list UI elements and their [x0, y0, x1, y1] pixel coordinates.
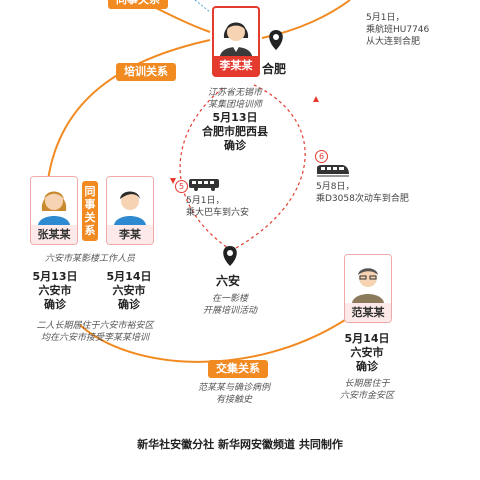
person-name: 范某某	[345, 303, 391, 322]
li-place: 合肥市肥西县	[202, 125, 268, 138]
trip-6-desc: 乘D3058次动车到合肥	[316, 194, 409, 204]
avatar	[31, 177, 77, 225]
fan-city: 六安市	[350, 346, 384, 359]
li-mou-mou-info: 江苏省无锡市 某集团培训师 5月13日 合肥市肥西县 确诊	[180, 87, 290, 153]
person-name: 李某	[107, 225, 153, 244]
luan-pin-icon	[223, 246, 237, 266]
route-arrow-down	[170, 178, 176, 184]
route-luan-to-hefei	[235, 83, 306, 249]
train-icon	[317, 165, 349, 177]
group-note-line2: 均在六安市接受李某某培训	[40, 333, 149, 343]
contact-note-line1: 范某某与确诊病例	[197, 383, 270, 393]
li-desc-2: 某集团培训师	[207, 100, 262, 110]
flight-date: 5月1日，	[366, 13, 405, 23]
route-arrow-up	[313, 96, 319, 102]
trip-5-desc: 乘大巴车到六安	[186, 208, 250, 218]
fan-desc-1: 长期居住于	[344, 379, 390, 389]
flight-line2: 乘航班HU7746	[366, 25, 430, 35]
trip-6-number: 6	[315, 150, 328, 163]
li-desc-1: 江苏省无锡市	[207, 88, 262, 98]
avatar	[214, 8, 258, 56]
luan-location-label: 六安	[216, 274, 241, 288]
staff-note: 六安市某影楼工作人员	[44, 254, 135, 264]
trip-5-date: 5月1日，	[186, 196, 225, 206]
luan-desc-2: 开展培训活动	[202, 306, 257, 316]
fan-desc-2: 六安市金安区	[339, 391, 394, 401]
person-card-li-mou: 李某	[106, 176, 154, 245]
avatar	[345, 255, 391, 303]
trip-5-number: 5	[175, 180, 188, 193]
route-hefei-to-luan	[179, 87, 229, 249]
li-mou-status: 确诊	[118, 298, 140, 311]
flight-info: 5月1日， 乘航班HU7746 从大连到合肥	[366, 12, 429, 48]
li-mou-date: 5月14日	[106, 270, 152, 283]
footer-credit: 新华社安徽分社 新华网安徽频道 共同制作	[137, 438, 343, 451]
luan-desc-1: 在一影楼	[211, 294, 248, 304]
fan-date: 5月14日	[344, 332, 390, 345]
group-note: 二人长期居住于六安市裕安区 均在六安市接受李某某培训	[10, 320, 180, 344]
fan-info: 5月14日 六安市 确诊 长期居住于 六安市金安区	[330, 332, 404, 402]
colleague-relation-tag: 同事关系	[82, 181, 98, 241]
zhang-date: 5月13日	[32, 270, 78, 283]
fan-status: 确诊	[356, 360, 378, 373]
bus-icon	[189, 179, 219, 191]
hefei-pin-icon	[269, 30, 283, 50]
luan-info: 在一影楼 开展培训活动	[186, 293, 274, 317]
person-name: 张某某	[31, 225, 77, 244]
li-date: 5月13日	[212, 111, 258, 124]
group-note-line1: 二人长期居住于六安市裕安区	[36, 321, 154, 331]
avatar	[107, 177, 153, 225]
contact-note: 范某某与确诊病例 有接触史	[176, 382, 292, 406]
contact-relation-tag: 交集关系	[208, 360, 268, 378]
trip-6-info: 5月8日， 乘D3058次动车到合肥	[316, 181, 409, 205]
zhang-status: 确诊	[44, 298, 66, 311]
trip-6-date: 5月8日，	[316, 182, 355, 192]
hefei-location-label: 合肥	[262, 62, 287, 76]
training-relation-arc	[47, 39, 211, 181]
top-relation-tag: 同事关系	[108, 0, 168, 9]
contact-note-line2: 有接触史	[215, 395, 252, 405]
trip-5-info: 5月1日， 乘大巴车到六安	[186, 195, 249, 219]
person-name: 李某某	[214, 56, 258, 75]
person-card-fan-mou-mou: 范某某	[344, 254, 392, 323]
training-relation-tag: 培训关系	[116, 63, 176, 81]
contact-relation-arc	[79, 319, 346, 363]
li-status: 确诊	[224, 139, 246, 152]
li-mou-info: 5月14日 六安市 确诊	[102, 270, 156, 312]
li-mou-city: 六安市	[112, 284, 146, 297]
person-card-zhang-mou-mou: 张某某	[30, 176, 78, 245]
person-card-li-mou-mou: 李某某	[212, 6, 260, 77]
flight-line3: 从大连到合肥	[366, 37, 421, 47]
zhang-city: 六安市	[38, 284, 72, 297]
zhang-info: 5月13日 六安市 确诊	[30, 270, 80, 312]
